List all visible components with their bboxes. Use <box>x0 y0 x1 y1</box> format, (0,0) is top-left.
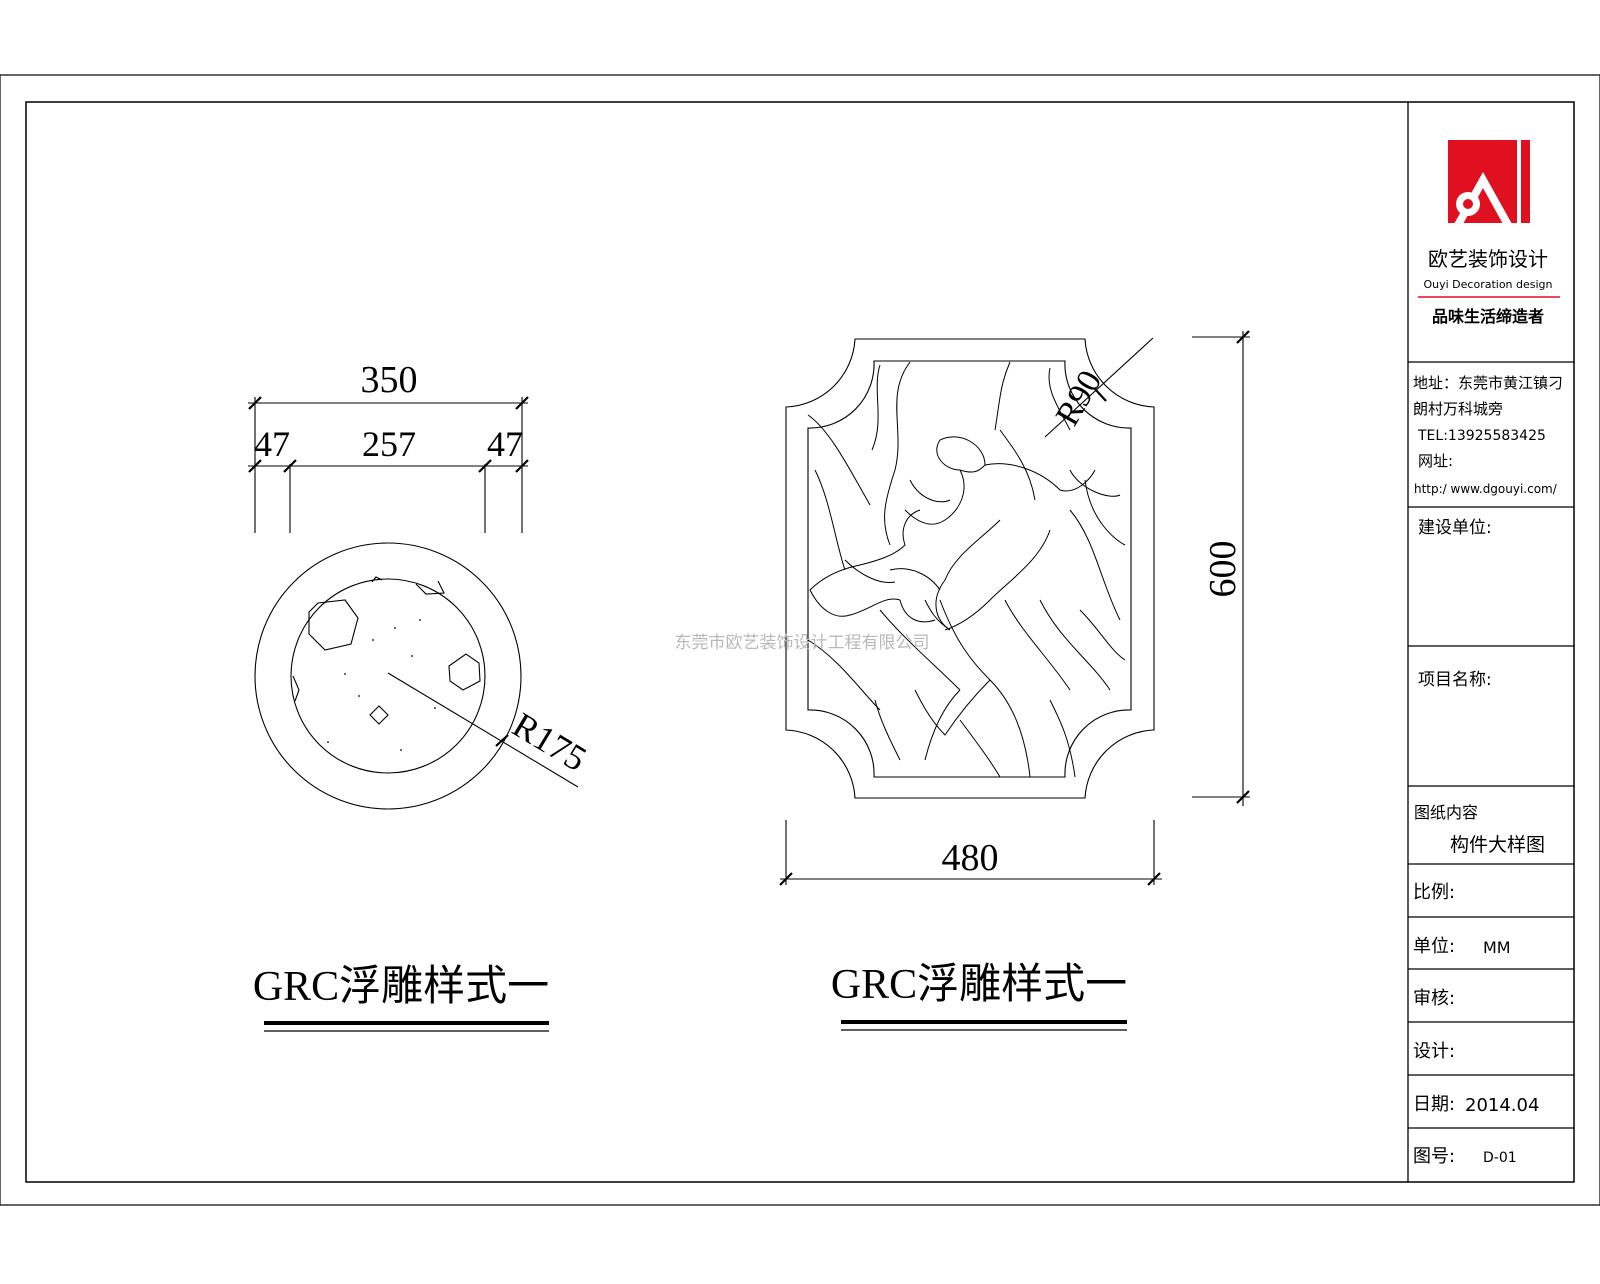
dimension-tick <box>284 460 296 472</box>
radius-leader-line <box>388 673 578 787</box>
radius-label-r90: R90 <box>1049 364 1109 432</box>
dimension-label-600: 600 <box>1202 541 1244 598</box>
outer-circle <box>255 543 521 809</box>
website-url[interactable]: http:/ www.dgouyi.com/ <box>1414 482 1558 496</box>
outer-sheet-frame <box>0 74 1600 1206</box>
round-piece-dots <box>327 619 436 751</box>
dimension-label-257: 257 <box>362 424 416 464</box>
dimension-label-47-right: 47 <box>487 424 523 464</box>
review-label: 审核: <box>1413 988 1455 1009</box>
dimension-tick <box>249 460 261 472</box>
designer-label: 设计: <box>1413 1041 1455 1062</box>
dimension-tick <box>249 397 261 409</box>
radius-label-r175: R175 <box>506 705 593 779</box>
diamond-motif <box>370 706 388 724</box>
radius-leader-r90 <box>1045 338 1153 437</box>
content-value: 构件大样图 <box>1450 834 1545 856</box>
dimension-label-480: 480 <box>942 837 999 879</box>
unit-label: 单位: <box>1413 936 1455 957</box>
telephone: TEL:13925583425 <box>1417 428 1546 444</box>
octagon-motif <box>309 600 358 650</box>
dimension-label-47-left: 47 <box>254 424 290 464</box>
inner-circle <box>291 579 485 773</box>
edge-cutout-motif <box>372 577 382 582</box>
date-value: 2014.04 <box>1465 1095 1539 1116</box>
caption-rect-piece: GRC浮雕样式一 <box>831 962 1127 1008</box>
dimension-tick <box>479 460 491 472</box>
address-line-1: 地址：东莞市黄江镇刁 <box>1413 374 1563 392</box>
drawing-number-value: D-01 <box>1483 1150 1517 1166</box>
dimension-tick <box>516 397 528 409</box>
radius-tick <box>496 735 508 746</box>
inner-drawing-frame <box>25 101 1575 1183</box>
dimension-tick <box>1148 873 1160 885</box>
dimension-tick <box>780 873 792 885</box>
project-name-label: 项目名称: <box>1418 670 1492 690</box>
dimension-tick <box>1237 331 1249 343</box>
dimension-tick <box>1237 791 1249 803</box>
company-slogan: 品味生活缔造者 <box>1432 307 1544 326</box>
round-relief-drawing <box>248 397 578 809</box>
address-line-2: 朗村万科城旁 <box>1413 400 1503 418</box>
title-block: 欧艺装饰设计 Ouyi Decoration design 品味生活缔造者 地址… <box>1407 102 1574 1182</box>
drawing-number-label: 图号: <box>1413 1146 1455 1167</box>
edge-cutout-motif <box>416 581 444 594</box>
rect-panel-inner-border <box>808 361 1131 777</box>
company-name-en: Ouyi Decoration design <box>1423 278 1552 291</box>
hexagon-motif <box>449 654 480 690</box>
unit-value: MM <box>1483 938 1511 957</box>
content-label: 图纸内容 <box>1414 803 1478 822</box>
dimension-tick <box>516 460 528 472</box>
radius-tick <box>1095 389 1106 401</box>
client-label: 建设单位: <box>1418 518 1492 538</box>
edge-cutout-motif <box>293 676 299 701</box>
website-label: 网址: <box>1418 452 1453 470</box>
title-block-row-lines <box>1408 361 1574 1129</box>
company-watermark: 东莞市欧艺装饰设计工程有限公司 <box>675 633 930 652</box>
caption-round-piece: GRC浮雕样式一 <box>253 964 549 1010</box>
scale-label: 比例: <box>1413 882 1455 903</box>
company-logo-icon <box>1448 140 1530 224</box>
dimension-label-350: 350 <box>361 359 418 401</box>
orchid-relief-motif <box>808 362 1125 777</box>
rect-relief-drawing <box>780 331 1250 885</box>
rect-panel-outer-border <box>786 339 1154 798</box>
company-name-cn: 欧艺装饰设计 <box>1428 247 1548 271</box>
date-label: 日期: <box>1413 1094 1455 1115</box>
